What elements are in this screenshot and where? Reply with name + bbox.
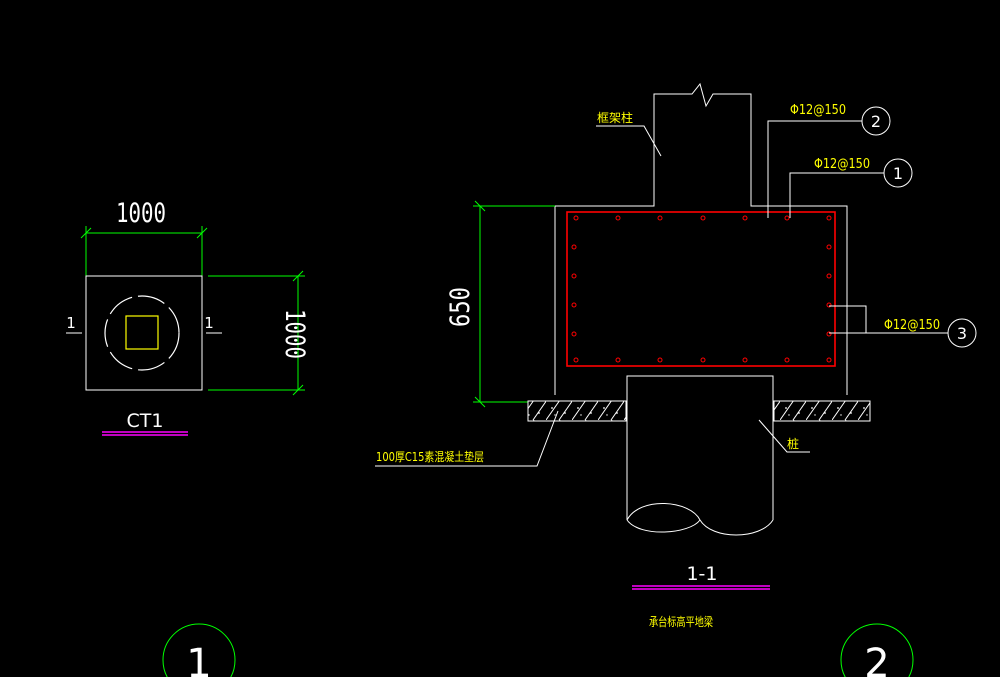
plan-pile-circle <box>104 295 180 371</box>
label-lean-concrete-pad: 100厚C15素混凝土垫层 <box>376 449 484 464</box>
footer-drawing-markers: 1 2 <box>162 623 914 677</box>
leader-lines <box>375 120 948 467</box>
pile-break-line <box>626 503 774 536</box>
label-frame-column: 框架柱 <box>597 110 633 125</box>
section-mark-right-label: 1 <box>204 314 214 332</box>
callout-bubble-1 <box>883 158 913 188</box>
section-1-1-view: 650 框架柱 Φ12@150 2 Φ12@150 <box>375 82 977 629</box>
callout-bubble-3 <box>947 318 977 348</box>
callout-bubble-1-number: 1 <box>893 164 903 183</box>
label-pile: 桩 <box>787 436 799 451</box>
callout-bubble-2 <box>861 106 891 136</box>
rebar-dots <box>571 215 832 363</box>
section-mark-left-label: 1 <box>66 314 76 332</box>
plan-dimension-right <box>208 270 305 396</box>
rebar-cage <box>566 211 836 367</box>
drawing-marker-number-2: 2 <box>864 641 889 677</box>
column-outline <box>554 82 848 395</box>
section-note: 承台标高平地梁 <box>649 614 713 629</box>
label-rebar-3: Φ12@150 <box>884 318 940 333</box>
callout-bubble-2-number: 2 <box>871 112 881 131</box>
drawing-marker-number-1: 1 <box>186 641 211 677</box>
plan-name-label: CT1 <box>127 410 164 432</box>
lean-concrete-pad-right <box>773 400 871 422</box>
pile-outline <box>626 375 774 520</box>
label-rebar-1: Φ12@150 <box>814 157 870 172</box>
drawing-marker-circle-2 <box>840 623 914 677</box>
plan-dimension-top-text: 1000 <box>116 198 166 229</box>
plan-cap-outline <box>85 275 203 391</box>
plan-column-square <box>125 315 159 350</box>
callout-bubble-3-number: 3 <box>957 324 967 343</box>
plan-dimension-top <box>80 226 208 276</box>
section-title: 1-1 <box>686 563 717 585</box>
label-rebar-2: Φ12@150 <box>790 103 846 118</box>
plan-dimension-right-text: 1000 <box>279 309 310 359</box>
section-dimension-height-text: 650 <box>445 287 476 327</box>
lean-concrete-pad-left <box>527 400 627 422</box>
section-dimension-height <box>473 200 555 408</box>
pile-cap-plan-view: 1000 1000 1 1 CT1 <box>66 198 310 436</box>
drawing-marker-circle-1 <box>162 623 236 677</box>
